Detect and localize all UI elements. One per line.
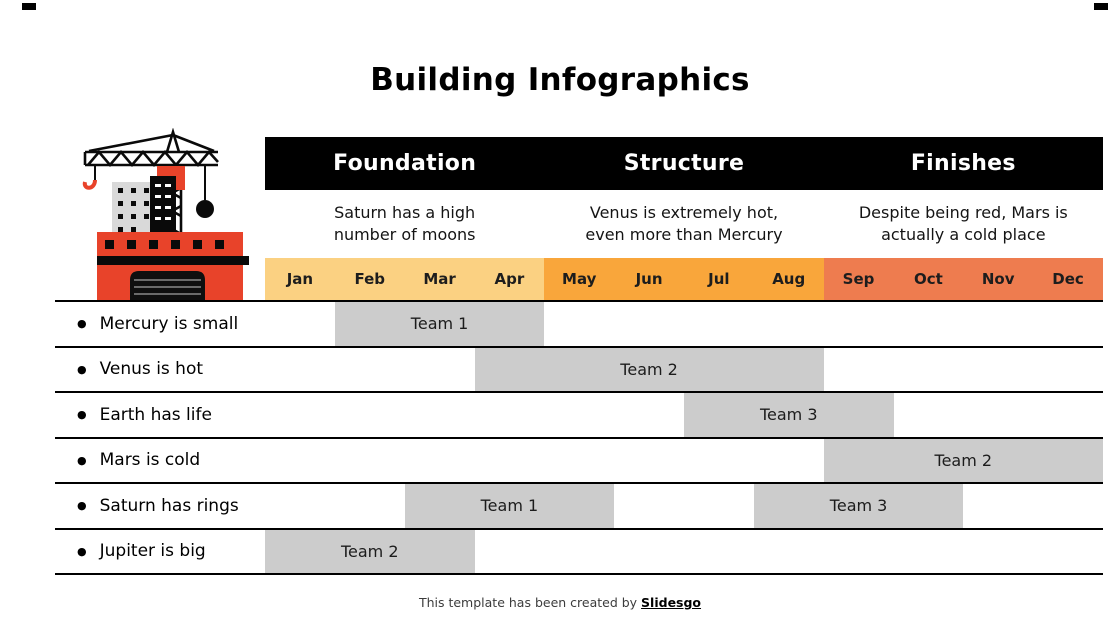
task-text: Earth has life: [99, 404, 212, 425]
phase-foundation-description: Saturn has a high number of moons: [333, 203, 476, 244]
phase-header-bar: Foundation Structure Finishes: [265, 137, 1103, 190]
corner-mark-left: [22, 3, 36, 10]
gantt-row: ● Venus is hot Team 2: [55, 345, 1103, 392]
phase-structure: Structure: [623, 151, 745, 176]
gantt-bar: Team 1: [404, 484, 615, 528]
footer-credit-text: This template has been created by: [418, 595, 642, 610]
gantt-row: ● Saturn has rings Team 1 Team 3: [55, 482, 1103, 528]
bullet-icon: ●: [77, 544, 87, 558]
footer-brand-link[interactable]: Slidesgo: [641, 595, 702, 610]
month-aug: Aug: [753, 258, 824, 300]
gantt-bar: Team 3: [753, 484, 964, 528]
month-jul: Jul: [683, 258, 754, 300]
phase-finishes: Finishes: [910, 151, 1016, 176]
month-sep: Sep: [823, 258, 894, 300]
phase-finishes-description: Despite being red, Mars is actually a co…: [858, 203, 1068, 244]
gantt-row: ● Earth has life Team 3: [55, 391, 1103, 437]
task-label: ● Earth has life: [77, 393, 212, 437]
bullet-icon: ●: [77, 408, 87, 422]
bullet-icon: ●: [77, 453, 87, 467]
month-may: May: [544, 258, 615, 300]
month-oct: Oct: [893, 258, 964, 300]
building-crane-svg: [82, 127, 249, 300]
task-text: Jupiter is big: [99, 541, 206, 562]
task-text: Venus is hot: [99, 359, 204, 380]
month-apr: Apr: [474, 258, 545, 300]
task-label: ● Mars is cold: [77, 439, 200, 483]
task-label: ● Jupiter is big: [77, 530, 206, 574]
page-title: Building Infographics: [370, 62, 750, 98]
gantt-bar: Team 3: [684, 393, 894, 437]
month-jun: Jun: [614, 258, 684, 300]
task-label: ● Venus is hot: [77, 348, 203, 392]
bullet-icon: ●: [77, 317, 87, 331]
month-nov: Nov: [963, 258, 1034, 300]
task-text: Mercury is small: [99, 313, 239, 334]
corner-mark-right: [1094, 3, 1108, 10]
gantt-bar: Team 1: [334, 302, 545, 346]
footer-credit: This template has been created by Slides…: [0, 595, 1120, 610]
gantt-bar: Team 2: [823, 438, 1103, 482]
gantt-row: ● Mercury is small Team 1: [55, 300, 1103, 346]
month-dec: Dec: [1033, 258, 1103, 300]
task-text: Mars is cold: [99, 450, 201, 471]
gantt-row: ● Jupiter is big Team 2: [55, 527, 1103, 574]
gantt-bar: Team 2: [474, 347, 824, 391]
gantt-row: ● Mars is cold Team 2: [55, 436, 1103, 483]
phase-descriptions: Saturn has a high number of moons Venus …: [265, 190, 1103, 258]
bullet-icon: ●: [77, 499, 87, 513]
task-label: ● Saturn has rings: [77, 484, 239, 528]
month-feb: Feb: [334, 258, 405, 300]
task-label: ● Mercury is small: [77, 302, 238, 346]
month-jan: Jan: [265, 258, 335, 300]
building-crane-illustration: [55, 127, 255, 300]
task-text: Saturn has rings: [99, 495, 239, 516]
gantt-bar: Team 2: [265, 529, 475, 573]
phase-foundation: Foundation: [333, 151, 477, 176]
month-mar: Mar: [404, 258, 475, 300]
bullet-icon: ●: [77, 362, 87, 376]
phase-structure-description: Venus is extremely hot, even more than M…: [585, 203, 783, 244]
